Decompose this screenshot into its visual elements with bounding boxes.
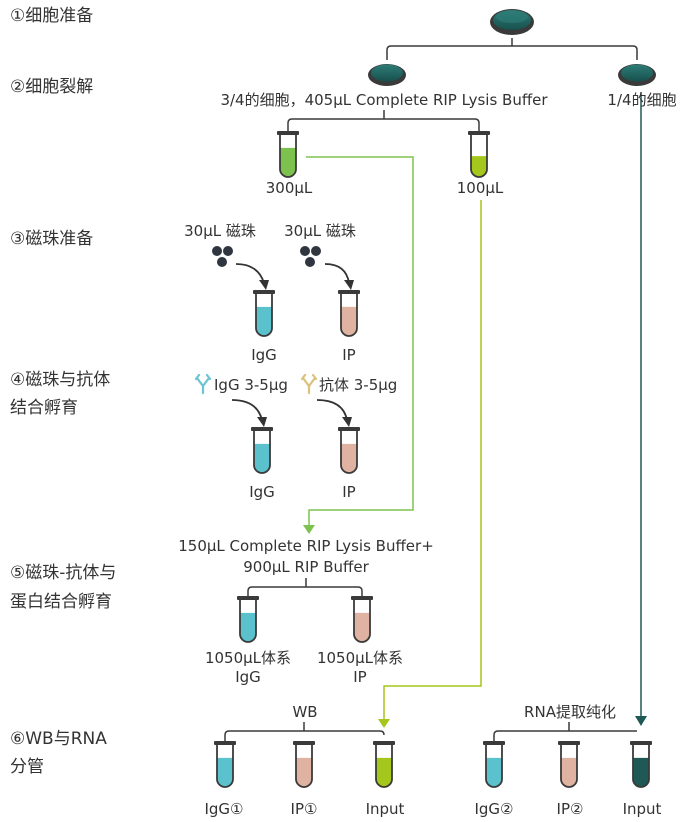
- flow-line-300ul: [306, 156, 414, 527]
- lysis-quarter-label: 1/4的细胞: [607, 91, 677, 109]
- tube-wb-ip-icon: [293, 741, 315, 788]
- step-2-label: ②细胞裂解: [10, 77, 94, 97]
- split-bracket-lysis: [287, 110, 480, 131]
- arrowhead-300ul: [303, 525, 315, 534]
- incubation-ip-volume: 1050μL体系: [316, 649, 404, 667]
- tube-incub-ip-icon: [351, 596, 373, 643]
- tube-incub-igg-icon: [237, 596, 259, 643]
- antibody-specific-label: 抗体 3-5μg: [319, 376, 398, 394]
- incubation-buffer-line1: 150μL Complete RIP Lysis Buffer+: [178, 537, 434, 555]
- rna-extraction-label: RNA提取纯化: [524, 703, 616, 721]
- beads-tube-igg-label: IgG: [251, 346, 277, 364]
- magnetic-beads-right-icon: [300, 246, 321, 267]
- arrowhead-ab-left: [257, 417, 267, 427]
- volume-300-label: 300μL: [265, 179, 313, 197]
- incubation-igg-label: IgG: [235, 668, 261, 686]
- tube-group: [214, 131, 652, 788]
- tube-beads-igg-icon: [253, 290, 275, 337]
- beads-tube-ip-label: IP: [342, 346, 356, 364]
- petri-dish-lysis-icon: [368, 64, 406, 86]
- arrowhead-beads-right: [344, 280, 354, 290]
- incubation-ip-label: IP: [353, 668, 367, 686]
- tube-ab-ip-icon: [338, 427, 360, 474]
- rna-tube-input-label: Input: [622, 800, 662, 818]
- antibody-igg-label: IgG 3-5μg: [214, 376, 288, 394]
- flow-line-100ul: [383, 200, 482, 721]
- step-4-label-line1: ④磁珠与抗体: [10, 370, 111, 390]
- tube-wb-input-icon: [373, 741, 395, 788]
- tube-rna-igg-icon: [483, 741, 505, 788]
- curved-arrow-ab-left: [231, 399, 263, 421]
- split-bracket-incubation: [247, 578, 363, 596]
- step-4-label-line2: 结合孵育: [10, 398, 78, 418]
- arrowhead-ab-right: [342, 417, 352, 427]
- step-5-label-line1: ⑤磁珠-抗体与: [10, 563, 117, 583]
- step-5-label-line2: 蛋白结合孵育: [10, 592, 112, 612]
- step-6-label-line2: 分管: [10, 757, 44, 777]
- beads-left-label: 30μL 磁珠: [184, 222, 256, 240]
- ab-tube-ip-label: IP: [342, 483, 356, 501]
- volume-100-label: 100μL: [456, 179, 504, 197]
- antibody-specific-icon: [300, 373, 318, 395]
- tube-rna-input-icon: [630, 741, 652, 788]
- split-bracket-cells: [386, 38, 638, 60]
- wb-tube-ip-label: IP①: [290, 800, 318, 818]
- split-bracket-wb: [224, 722, 385, 741]
- tube-wb-igg-icon: [214, 741, 236, 788]
- arrowhead-beads-left: [259, 280, 269, 290]
- tube-ab-igg-icon: [251, 427, 273, 474]
- tube-lysis-300-icon: [277, 131, 299, 178]
- ab-tube-igg-label: IgG: [249, 483, 275, 501]
- rna-tube-igg-label: IgG②: [474, 800, 514, 818]
- step-3-label: ③磁珠准备: [10, 229, 94, 249]
- magnetic-beads-left-icon: [212, 246, 233, 267]
- antibody-igg-icon: [194, 373, 212, 395]
- petri-dish-main-icon: [490, 9, 534, 35]
- step-6-label-line1: ⑥WB与RNA: [10, 729, 107, 749]
- incubation-buffer-line2: 900μL RIP Buffer: [243, 558, 369, 576]
- rna-tube-ip-label: IP②: [556, 800, 584, 818]
- petri-dish-quarter-icon: [618, 64, 656, 86]
- step-1-label: ①细胞准备: [10, 6, 94, 26]
- wb-tube-input-label: Input: [365, 800, 405, 818]
- tube-lysis-100-icon: [468, 131, 490, 178]
- tube-rna-ip-icon: [558, 741, 580, 788]
- arrowhead-input: [635, 716, 647, 726]
- incubation-igg-volume: 1050μL体系: [204, 649, 292, 667]
- wb-tube-igg-label: IgG①: [204, 800, 244, 818]
- beads-right-label: 30μL 磁珠: [284, 222, 356, 240]
- wb-label: WB: [292, 703, 318, 721]
- arrowhead-100ul: [378, 719, 390, 728]
- lysis-main-label: 3/4的细胞，405μL Complete RIP Lysis Buffer: [220, 91, 548, 109]
- tube-beads-ip-icon: [338, 290, 360, 337]
- split-bracket-rna: [493, 722, 637, 741]
- curved-arrow-ab-right: [316, 399, 348, 421]
